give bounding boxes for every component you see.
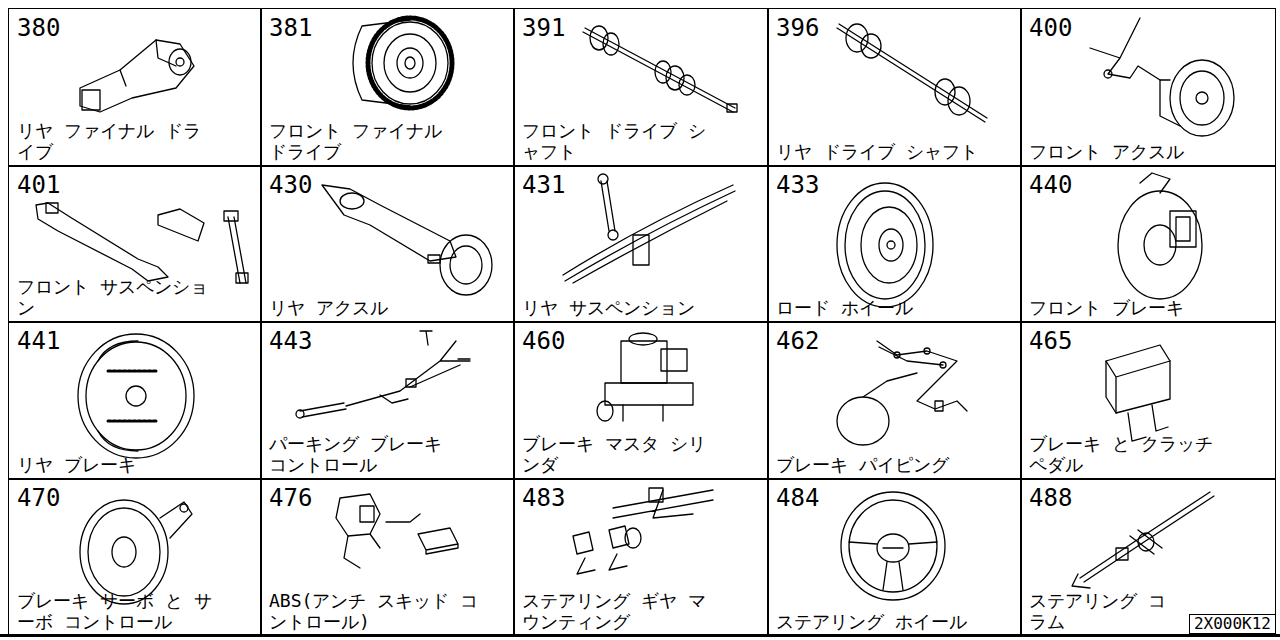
callout-number: 462 [776,328,1013,354]
part-cell: 431 リヤ サスペンション [513,165,769,323]
callout-number: 401 [17,172,253,198]
part-name: リヤ サスペンション [522,297,742,318]
part-cell: 476ABS(アンチ スキッド コントロール) [260,478,515,637]
callout-number: 443 [269,328,506,354]
axle-drawing [1090,18,1234,136]
part-name: フロント ドライブ シャフト [522,120,722,162]
callout-number: 431 [522,172,760,198]
abs-drawing [336,494,458,568]
part-cell: 440 フロント ブレーキ [1020,165,1276,323]
part-cell: 401 フロント サスペンション [8,165,262,323]
wheel-drawing [837,183,933,307]
part-name: リヤ ファイナル ドライブ [17,120,217,162]
drive-shaft-drawing [837,24,987,122]
callout-number: 433 [776,172,1013,198]
callout-number: 440 [1029,172,1267,198]
callout-number: 465 [1029,328,1267,354]
axle-drawing [322,185,492,295]
part-name: ABS(アンチ スキッド コントロール) [269,590,489,632]
part-name: リヤ ドライブ シャフト [776,141,1013,162]
callout-number: 488 [1029,485,1267,511]
part-cell: 488 ステアリング コラム [1020,478,1276,637]
bottom-rule [0,634,1280,637]
part-name: リヤ アクスル [269,297,469,318]
brake-piping-drawing [837,341,967,445]
callout-number: 476 [269,485,506,511]
part-cell: 430 リヤ アクスル [260,165,515,323]
brake-servo-drawing [80,500,192,604]
part-name: フロント ファイナル ドライブ [269,120,469,162]
part-cell: 484 ステアリング ホイール [767,478,1022,637]
parking-brake-drawing [296,331,470,418]
part-name: ブレーキ マスタ シリンダ [522,433,722,475]
suspension-drawing [36,203,248,283]
final-drive-drawing [80,40,194,112]
brake-drawing [78,334,194,458]
part-cell: 433 ロード ホイール [767,165,1022,323]
suspension-drawing [563,174,735,283]
part-name: フロント ブレーキ [1029,297,1249,318]
part-cell: 441 リヤ ブレーキ [8,321,262,480]
callout-number: 380 [17,15,253,41]
part-cell: 391 フロント ドライブ シャフト [513,8,769,167]
part-name: ステアリング ギヤ マウンティング [522,590,722,632]
steering-column-drawing [1072,492,1214,588]
callout-number: 430 [269,172,506,198]
part-cell: 465 ブレーキ と クラッチ ペダル [1020,321,1276,480]
steering-gear-drawing [573,488,713,574]
callout-number: 460 [522,328,760,354]
callout-number: 483 [522,485,760,511]
part-cell: 483 ステアリング ギヤ マウンティング [513,478,769,637]
part-cell: 462 ブレーキ パイピング [767,321,1022,480]
callout-number: 391 [522,15,760,41]
part-name: ステアリング ホイール [776,611,1006,632]
part-name: ブレーキ パイピング [776,454,996,475]
part-cell: 381 フロント ファイナル ドライブ [260,8,515,167]
part-name: パーキング ブレーキ コントロール [269,433,469,475]
part-cell: 470 ブレーキ サーボ と サーボ コントロール [8,478,262,637]
master-cylinder-drawing [597,333,693,421]
callout-number: 484 [776,485,1013,511]
callout-number: 396 [776,15,1013,41]
steering-wheel-drawing [841,492,945,600]
callout-number: 441 [17,328,253,354]
part-name: ステアリング コラム [1029,590,1179,632]
part-name: ブレーキ サーボ と サーボ コントロール [17,590,217,632]
brake-drawing [1118,173,1202,299]
callout-number: 400 [1029,15,1267,41]
part-name: リヤ ブレーキ [17,454,217,475]
part-name: ロード ホイール [776,297,996,318]
part-cell: 460 ブレーキ マスタ シリンダ [513,321,769,480]
drive-shaft-drawing [583,26,737,112]
callout-number: 470 [17,485,253,511]
part-cell: 400 フロント アクスル [1020,8,1276,167]
part-cell: 396 リヤ ドライブ シャフト [767,8,1022,167]
part-name: フロント サスペンション [17,276,217,318]
part-name: ブレーキ と クラッチ ペダル [1029,433,1239,475]
pedal-drawing [1106,345,1170,441]
part-cell: 443 パーキング ブレーキ コントロール [260,321,515,480]
final-drive-drawing [353,18,452,108]
part-cell: 380 リヤ ファイナル ドライブ [8,8,262,167]
drawing-code: 2X000K12 [1189,614,1276,634]
callout-number: 381 [269,15,506,41]
part-name: フロント アクスル [1029,141,1229,162]
